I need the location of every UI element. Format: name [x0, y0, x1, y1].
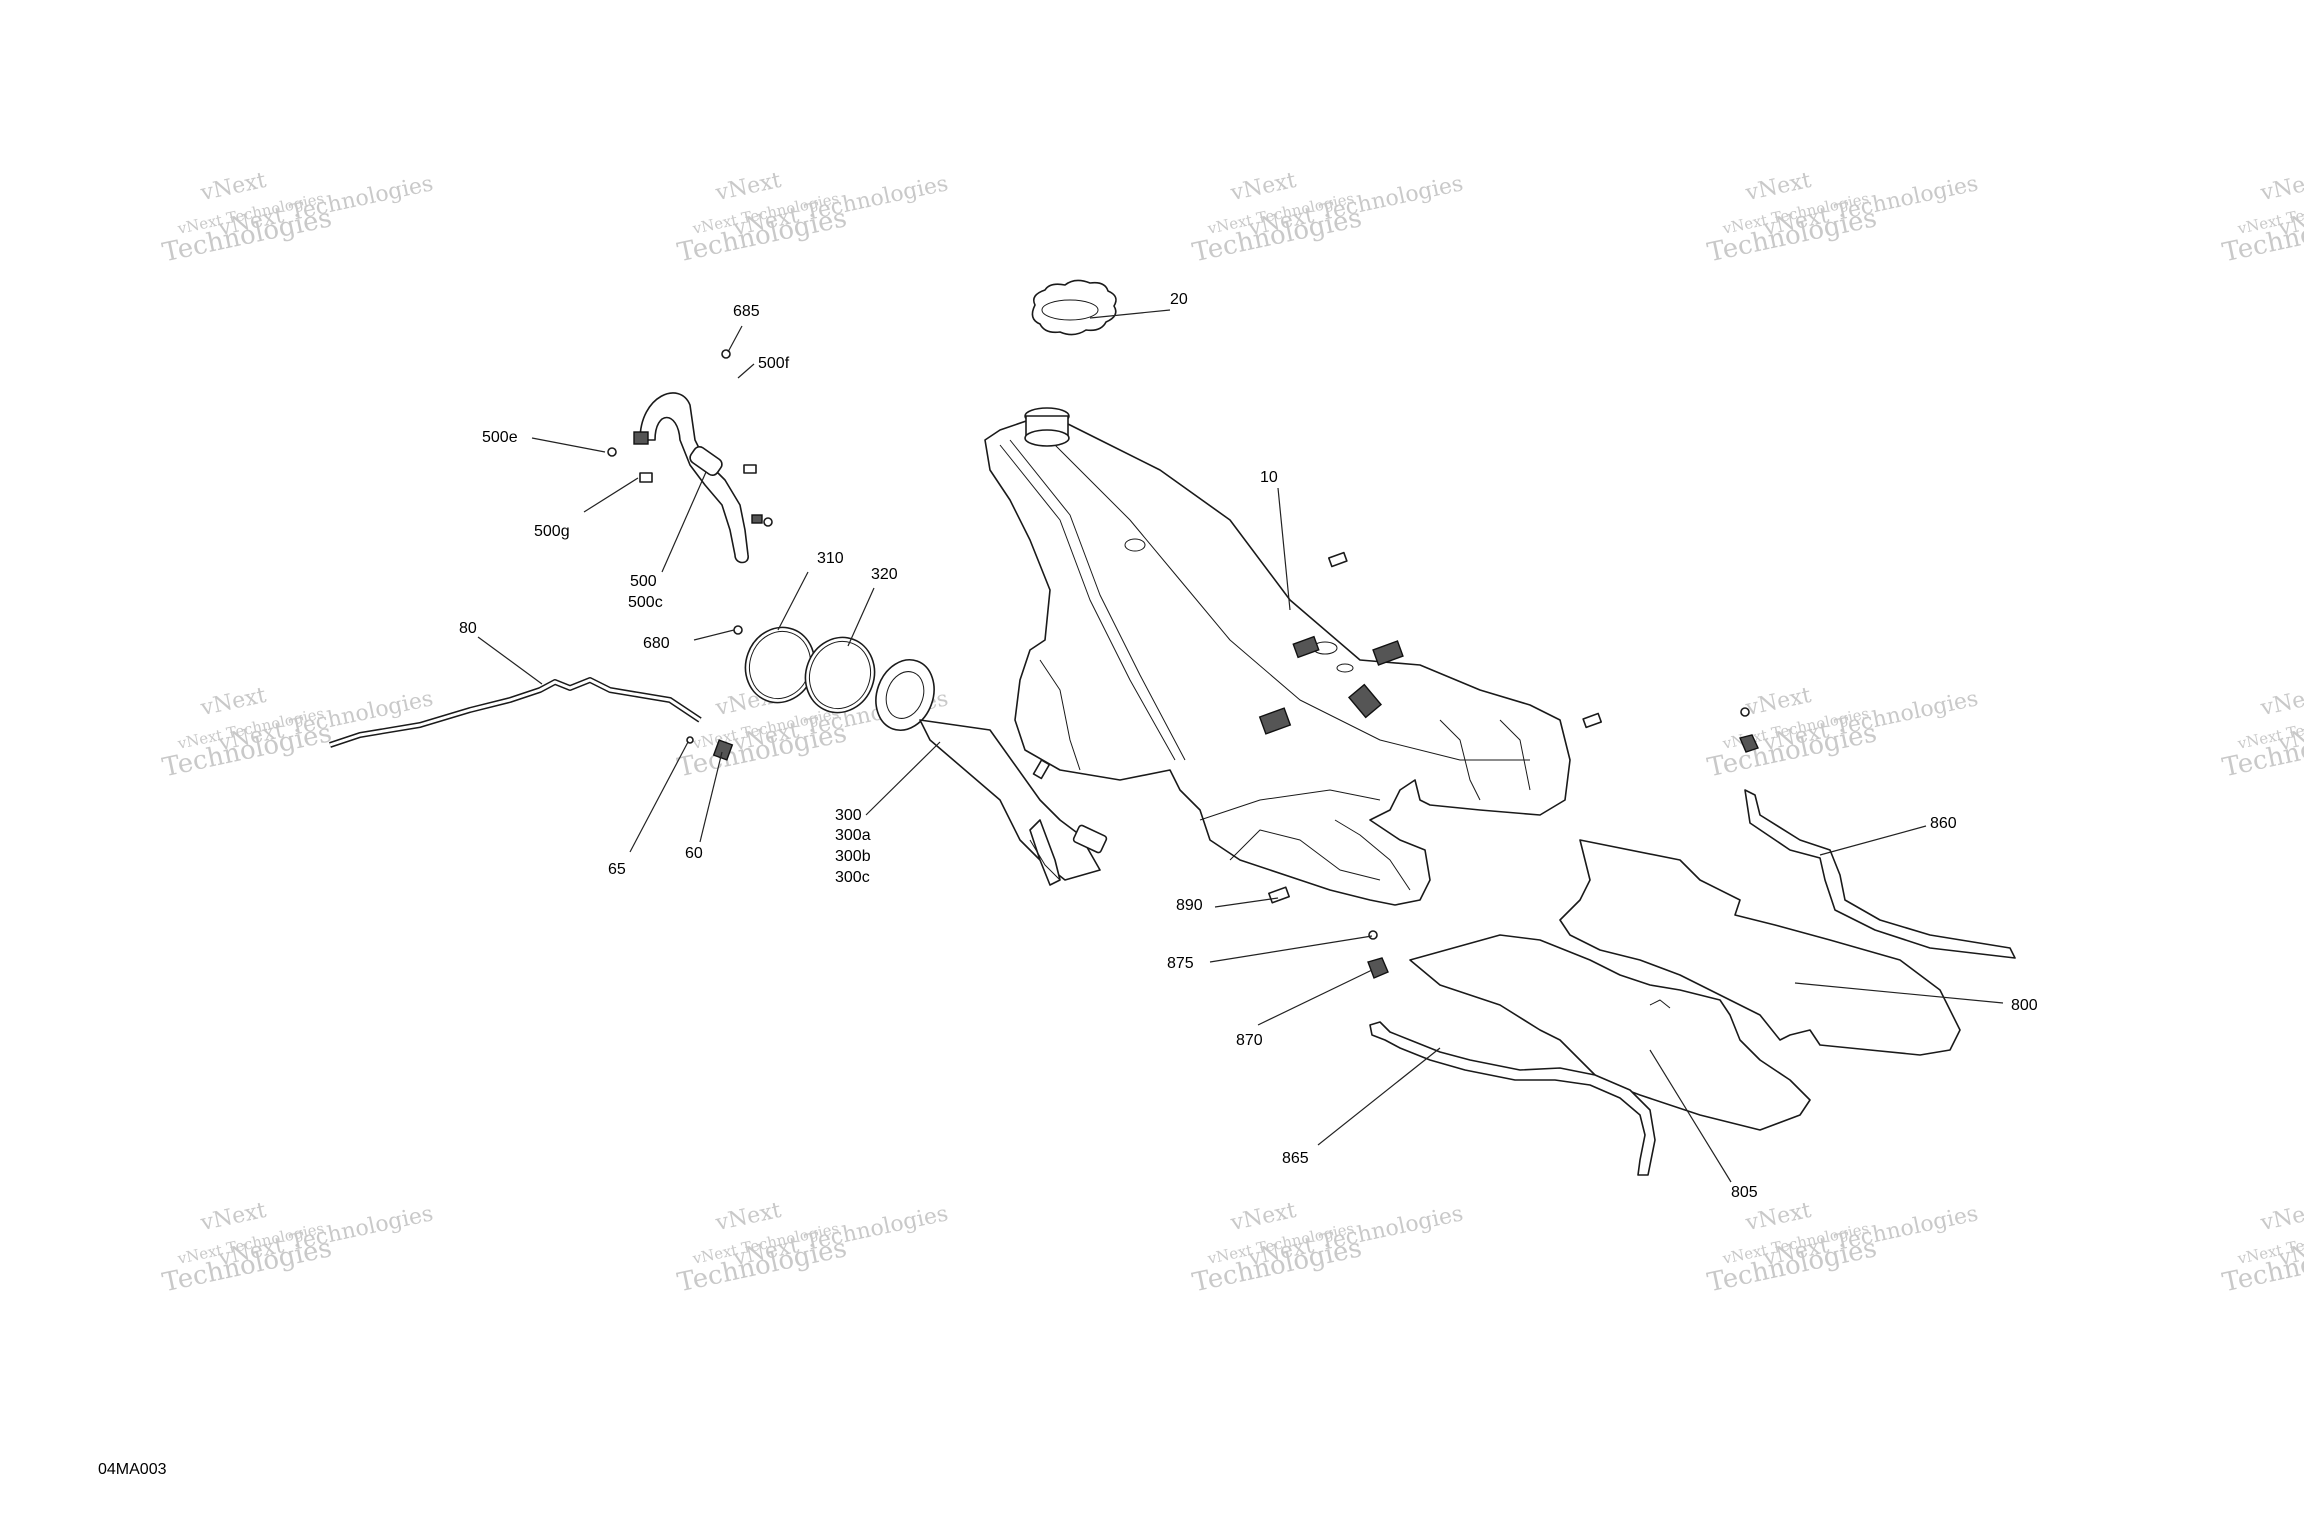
- callout-800: 800: [2011, 997, 2038, 1014]
- watermark-text: vNext: [198, 1198, 269, 1236]
- callout-500e: 500e: [482, 429, 518, 446]
- watermark-text: vNext: [713, 1198, 784, 1236]
- callout-65: 65: [608, 861, 626, 878]
- callout-805: 805: [1731, 1184, 1758, 1201]
- callout-890: 890: [1176, 897, 1203, 914]
- callout-680: 680: [643, 635, 670, 652]
- callout-80: 80: [459, 620, 477, 637]
- watermark-text: vNext: [2258, 168, 2304, 206]
- bracket-860-part: [1739, 707, 2016, 959]
- callout-10: 10: [1260, 469, 1278, 486]
- callout-300b: 300b: [835, 848, 871, 865]
- watermark-text: vNext: [2258, 1198, 2304, 1236]
- watermark-text: vNext: [1743, 1198, 1814, 1236]
- callout-labels: 20 10 685 500f 500e 500g 500 500c 310 32…: [459, 291, 2038, 1201]
- vent-hose-part: [607, 349, 773, 564]
- fuel-cap-part: [1031, 279, 1117, 336]
- fuel-pump-module-part: [875, 659, 1108, 886]
- watermark-text: vNext: [1743, 168, 1814, 206]
- callout-300: 300: [835, 807, 862, 824]
- quick-connect-part: [686, 736, 734, 761]
- gasket-part: [804, 636, 876, 714]
- callout-300c: 300c: [835, 869, 870, 886]
- heat-shield-800-part: [1559, 839, 1961, 1056]
- watermark-text: vNext: [1228, 168, 1299, 206]
- callout-310: 310: [817, 550, 844, 567]
- callout-500: 500: [630, 573, 657, 590]
- callout-875: 875: [1167, 955, 1194, 972]
- watermark-text: vNext: [713, 168, 784, 206]
- heat-shield-805-part: [1409, 934, 1811, 1131]
- callout-500c: 500c: [628, 594, 663, 611]
- callout-500f: 500f: [758, 355, 790, 372]
- callout-300a: 300a: [835, 827, 871, 844]
- callout-865: 865: [1282, 1150, 1309, 1167]
- screw-680-part: [733, 625, 743, 635]
- lock-ring-part: [744, 626, 816, 704]
- watermark-text: vNext: [1743, 683, 1814, 721]
- callout-20: 20: [1170, 291, 1188, 308]
- drawing-code: 04MA003: [98, 1461, 167, 1478]
- callout-685: 685: [733, 303, 760, 320]
- callout-60: 60: [685, 845, 703, 862]
- watermark-text: vNext: [1228, 1198, 1299, 1236]
- watermark-text: vNext: [2258, 683, 2304, 721]
- leader-lines: [477, 309, 2004, 1183]
- callout-500g: 500g: [534, 523, 570, 540]
- callout-860: 860: [1930, 815, 1957, 832]
- watermark-text: vNext: [198, 683, 269, 721]
- bracket-865-part: [1367, 930, 1656, 1176]
- callout-320: 320: [871, 566, 898, 583]
- watermark-text: vNext: [198, 168, 269, 206]
- callout-870: 870: [1236, 1032, 1263, 1049]
- fuel-line-part: [329, 677, 702, 748]
- fuel-tank-part: [984, 407, 1603, 906]
